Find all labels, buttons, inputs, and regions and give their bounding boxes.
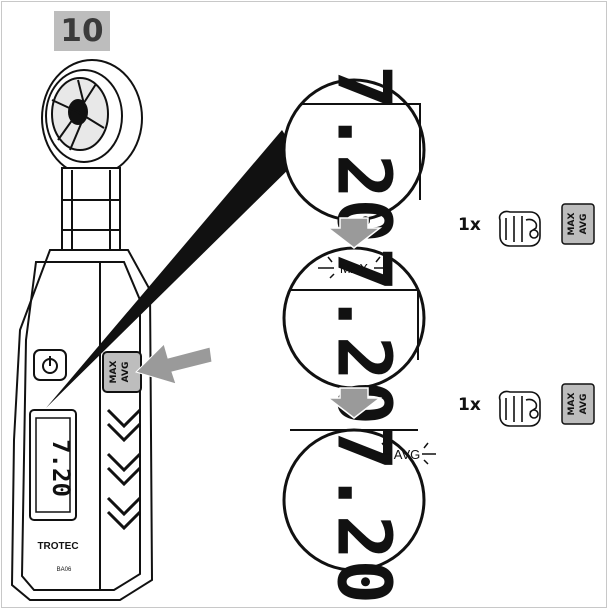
callout-2-mode-label: MAX <box>340 261 369 276</box>
step-down-arrow-1 <box>325 217 383 249</box>
callout-2 <box>282 246 426 390</box>
step-down-arrow-2 <box>325 387 383 419</box>
device-brand: TROTEC <box>37 541 78 552</box>
zoom-beam <box>46 130 300 408</box>
action-2-button-label-max: MAX <box>567 393 577 416</box>
callout-3-mode-label: AVG <box>394 447 421 462</box>
fan-head <box>41 59 143 177</box>
max-avg-button-icon-1 <box>561 203 595 245</box>
finger-press-icon <box>498 390 541 427</box>
action-2-count: 1x <box>458 395 481 415</box>
device-model: BA06 <box>57 567 72 573</box>
device-neck <box>61 167 121 251</box>
action-1-button-label-max: MAX <box>567 213 577 236</box>
callout-1-reading: 7.20 <box>320 65 406 243</box>
max-avg-button-icon-2 <box>561 383 595 425</box>
step-number-badge: 10 <box>54 11 110 51</box>
avg-blink-indicator <box>378 442 436 465</box>
anemometer-device <box>10 59 154 601</box>
action-1-count: 1x <box>458 215 481 235</box>
action-1-button-label-avg: AVG <box>579 214 589 235</box>
device-display-value: 7.20 <box>47 439 75 497</box>
device-button-label-avg: AVG <box>121 362 131 383</box>
device-body <box>10 249 154 601</box>
callout-1 <box>282 78 426 222</box>
device-button-label-max: MAX <box>109 361 119 384</box>
press-pointer-arrow <box>135 343 213 385</box>
callout-3-reading: 7.20 <box>320 426 406 604</box>
max-blink-indicator <box>318 256 392 279</box>
action-2-button-label-avg: AVG <box>579 394 589 415</box>
callout-3 <box>282 428 426 572</box>
finger-press-icon <box>498 210 541 247</box>
